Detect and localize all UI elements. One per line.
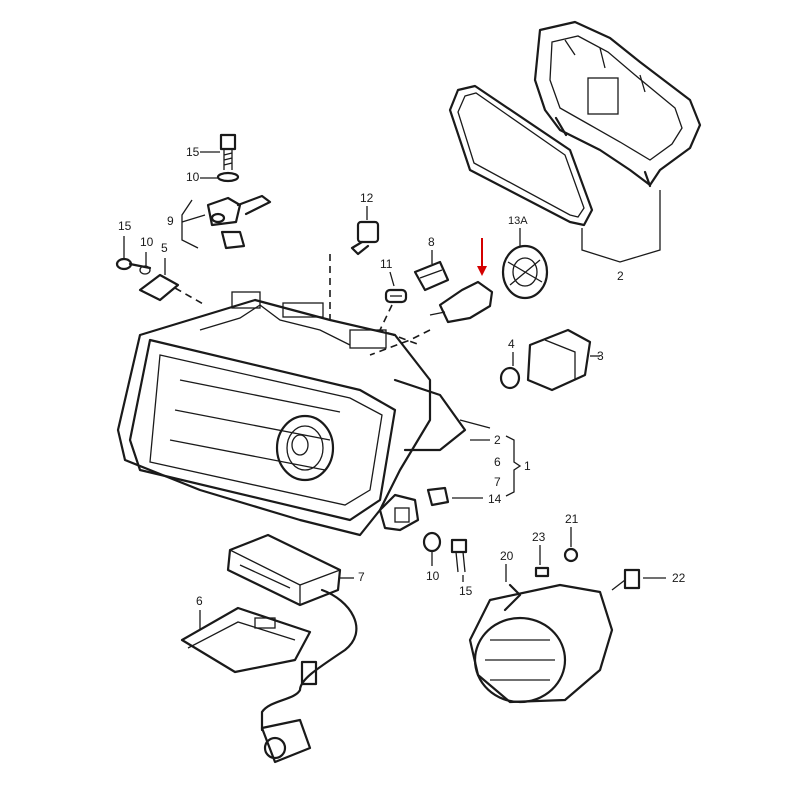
label-20: 20 (500, 549, 514, 563)
label-14: 14 (488, 492, 502, 506)
mounting-bracket-9 (206, 194, 272, 250)
label-4: 4 (508, 337, 515, 351)
label-6-lower: 6 (196, 594, 203, 608)
label-7-mid: 7 (494, 475, 501, 489)
headlight-housing (116, 291, 467, 537)
leaders-left (123, 236, 166, 275)
bracket-5 (115, 257, 206, 306)
washer-4 (499, 366, 521, 390)
label-15-top: 15 (186, 145, 200, 159)
label-10-left: 10 (140, 235, 154, 249)
leader-11 (389, 271, 395, 287)
mounting-plate-6 (180, 606, 312, 674)
label-6-mid: 6 (494, 455, 501, 469)
label-11: 11 (380, 257, 393, 271)
label-7-lower: 7 (358, 570, 365, 584)
dashed-bulb (369, 329, 431, 356)
clip-14 (426, 486, 450, 507)
cover-cap-13a (501, 244, 549, 300)
label-15-left: 15 (118, 219, 132, 233)
bulb-socket-8 (413, 260, 450, 292)
leader-2-top (581, 190, 661, 263)
label-2-mid: 2 (494, 433, 501, 447)
gasket-seal (448, 84, 594, 227)
label-1: 1 (524, 459, 531, 473)
label-2-top: 2 (617, 269, 624, 283)
fog-lamp (468, 583, 614, 704)
bolt-15-lower (450, 538, 468, 573)
bulb-plug (260, 718, 312, 764)
bulb-12 (350, 220, 380, 256)
label-22: 22 (672, 571, 686, 585)
label-13a: 13A (508, 215, 528, 227)
clip-23 (534, 566, 550, 578)
rear-cover (533, 20, 702, 188)
label-3: 3 (597, 349, 604, 363)
label-23: 23 (532, 530, 546, 544)
label-10-lower: 10 (426, 569, 440, 583)
label-12: 12 (360, 191, 374, 205)
fog-bulb-22 (611, 568, 641, 591)
highlight-arrow-head (477, 266, 487, 276)
bolt-15-top (216, 133, 240, 183)
brace-1 (505, 435, 522, 497)
leader-9 (181, 199, 206, 249)
screw-21 (563, 547, 579, 563)
cable (260, 588, 358, 732)
label-15-lower: 15 (459, 584, 473, 598)
label-8: 8 (428, 235, 435, 249)
label-5: 5 (161, 241, 168, 255)
cable-connector (300, 660, 318, 686)
washer-10-lower (422, 531, 442, 553)
control-unit-7 (226, 533, 342, 607)
label-9: 9 (167, 214, 174, 228)
xenon-bulb (429, 280, 494, 324)
dashed-11 (378, 304, 421, 346)
label-21: 21 (565, 512, 579, 526)
igniter-3 (526, 328, 592, 392)
label-10-top: 10 (186, 170, 200, 184)
bulb-11 (384, 288, 408, 304)
leader-2-mid (459, 419, 491, 441)
